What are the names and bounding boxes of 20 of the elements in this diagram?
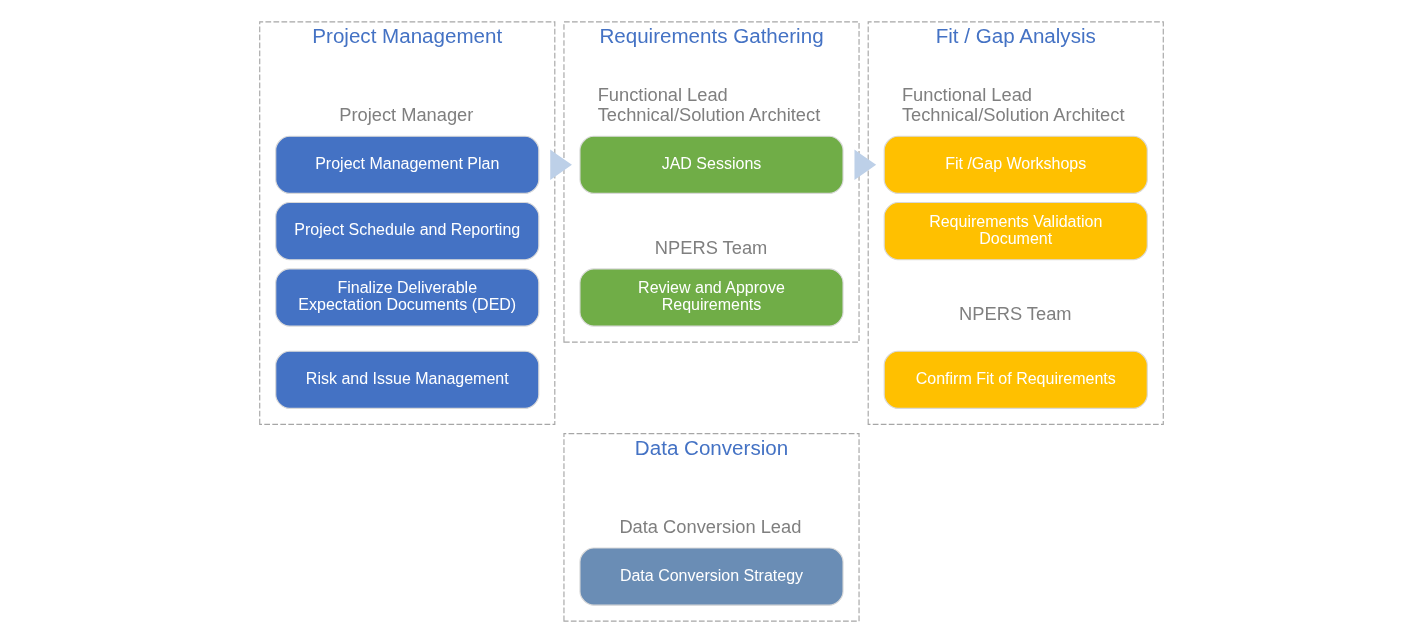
node-label: Project Manager — [339, 104, 474, 126]
node-label: Technical/Solution Architect — [901, 104, 1125, 126]
node-box: Finalize Deliverable Expectation Documents (DED) — [275, 268, 540, 327]
node-box: Project Schedule and Reporting — [275, 202, 540, 261]
node-box: Requirements Validation Document — [883, 202, 1148, 261]
node-label: Functional Lead — [901, 83, 1033, 105]
node-box: Project Management Plan — [275, 135, 540, 194]
node-label: Technical/Solution Architect — [597, 104, 821, 126]
node-box: Confirm Fit of Requirements — [883, 350, 1148, 409]
node-box: JAD Sessions — [579, 135, 844, 194]
node-box: Review and Approve Requirements — [579, 268, 844, 327]
arrow — [550, 149, 572, 180]
node-label: NPERS Team — [959, 303, 1072, 325]
node-label: Data Conversion Lead — [619, 515, 802, 537]
node-label: NPERS Team — [654, 236, 768, 258]
node-box: Fit /Gap Workshops — [883, 135, 1148, 194]
arrow — [854, 149, 877, 180]
node-box: Risk and Issue Management — [275, 350, 540, 409]
node-box: Data Conversion Strategy — [579, 547, 844, 606]
node-label: Functional Lead — [597, 83, 728, 105]
